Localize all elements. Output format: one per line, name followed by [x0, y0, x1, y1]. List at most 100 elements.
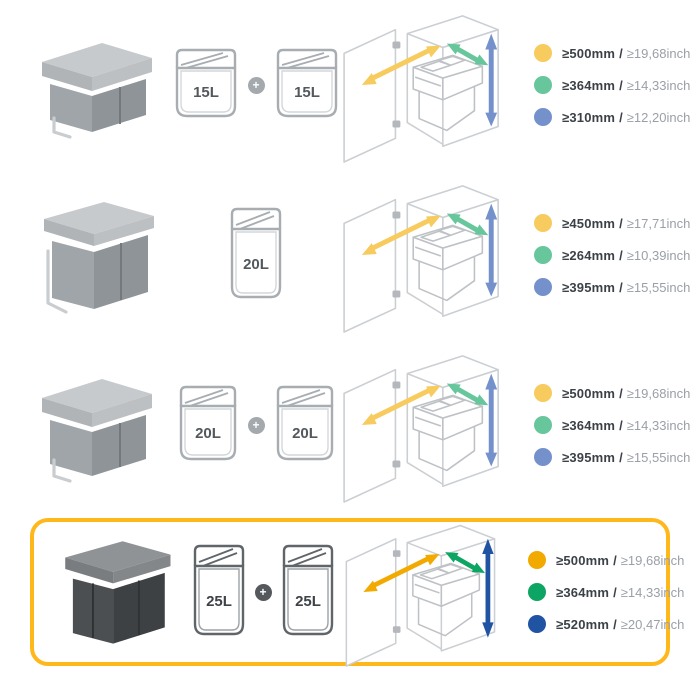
spec-mm: ≥520mm: [556, 616, 610, 632]
product-row-2x15l: 15L + 15L: [0, 0, 700, 170]
width-arrow: [446, 213, 489, 236]
spec-mm: ≥364mm: [562, 417, 616, 433]
bin-icon: 15L: [272, 44, 342, 127]
depth-color-dot: [534, 384, 552, 402]
spec-inch: ≥14,33inch: [620, 584, 685, 600]
product-photo: [12, 366, 180, 484]
spec-height: ≥395mm / ≥15,55inch: [534, 278, 690, 296]
bin-capacity-label: 25L: [206, 593, 232, 610]
height-color-dot: [534, 278, 552, 296]
spec-depth: ≥500mm / ≥19,68inch: [528, 551, 684, 569]
bin-icon: 25L: [190, 540, 248, 645]
bin-capacity-icons: 20L: [180, 203, 332, 308]
spec-separator: /: [619, 215, 623, 231]
bin-capacity-icons: 15L + 15L: [175, 44, 337, 127]
width-arrow: [446, 43, 489, 66]
cabinet-dimension-diagram: [336, 516, 522, 668]
depth-color-dot: [534, 44, 552, 62]
spec-inch: ≥19,68inch: [620, 552, 685, 568]
depth-arrow: [361, 385, 441, 425]
bin-icon: 20L: [227, 203, 285, 308]
spec-width: ≥264mm / ≥10,39inch: [534, 246, 690, 264]
spec-inch: ≥19,68inch: [626, 45, 691, 61]
spec-inch: ≥14,33inch: [626, 77, 691, 93]
spec-depth: ≥500mm / ≥19,68inch: [534, 384, 690, 402]
spec-inch: ≥15,55inch: [626, 449, 691, 465]
width-color-dot: [528, 583, 546, 601]
spec-mm: ≥450mm: [562, 215, 616, 231]
product-row-2x25l: 25L + 25L: [34, 522, 684, 667]
width-color-dot: [534, 246, 552, 264]
height-color-dot: [528, 615, 546, 633]
height-arrow: [485, 373, 498, 467]
spec-width: ≥364mm / ≥14,33inch: [528, 583, 684, 601]
bin-capacity-label: 20L: [195, 425, 221, 442]
waste-bin-product-image: [44, 202, 154, 314]
bin-capacity-label: 15L: [294, 84, 320, 101]
bin-icon: 20L: [175, 381, 241, 470]
bin-capacity-label: 25L: [295, 593, 321, 610]
depth-color-dot: [528, 551, 546, 569]
spec-inch: ≥17,71inch: [626, 215, 691, 231]
cabinet-dimension-diagram: [332, 176, 528, 334]
depth-arrow: [361, 215, 441, 255]
bin-capacity-label: 20L: [243, 256, 269, 273]
dimension-specs: ≥500mm / ≥19,68inch ≥364mm / ≥14,33inch …: [522, 551, 684, 633]
spec-separator: /: [613, 616, 617, 632]
spec-width: ≥364mm / ≥14,33inch: [534, 416, 690, 434]
spec-separator: /: [619, 247, 623, 263]
bin-capacity-icons: 25L + 25L: [190, 540, 336, 645]
spec-depth: ≥500mm / ≥19,68inch: [534, 44, 690, 62]
bin-capacity-label: 15L: [193, 84, 219, 101]
spec-height: ≥520mm / ≥20,47inch: [528, 615, 684, 633]
spec-mm: ≥395mm: [562, 449, 616, 465]
spec-height: ≥395mm / ≥15,55inch: [534, 448, 690, 466]
spec-separator: /: [619, 449, 623, 465]
spec-width: ≥364mm / ≥14,33inch: [534, 76, 690, 94]
spec-mm: ≥364mm: [562, 77, 616, 93]
cabinet-dimension-diagram: [332, 6, 528, 164]
bin-capacity-icons: 20L + 20L: [179, 381, 333, 470]
spec-separator: /: [619, 77, 623, 93]
spec-inch: ≥14,33inch: [626, 417, 691, 433]
plus-icon: +: [247, 76, 265, 94]
product-row-2x20l: 20L + 20L: [0, 340, 700, 510]
highlight-frame: 25L + 25L: [30, 518, 684, 667]
dimension-specs: ≥500mm / ≥19,68inch ≥364mm / ≥14,33inch …: [528, 384, 690, 466]
spec-separator: /: [619, 45, 623, 61]
bin-capacity-label: 20L: [292, 425, 318, 442]
bin-icon: 20L: [272, 381, 338, 470]
spec-height: ≥310mm / ≥12,20inch: [534, 108, 690, 126]
product-photo: [12, 191, 180, 319]
width-color-dot: [534, 416, 552, 434]
depth-arrow: [363, 554, 440, 592]
spec-inch: ≥12,20inch: [626, 109, 691, 125]
spec-inch: ≥15,55inch: [626, 279, 691, 295]
spec-mm: ≥364mm: [556, 584, 610, 600]
spec-mm: ≥310mm: [562, 109, 616, 125]
height-color-dot: [534, 108, 552, 126]
spec-inch: ≥19,68inch: [626, 385, 691, 401]
width-arrow: [446, 383, 489, 406]
height-arrow: [482, 538, 494, 638]
spec-separator: /: [619, 417, 623, 433]
product-photo: [12, 30, 180, 140]
spec-separator: /: [619, 385, 623, 401]
product-photo: [40, 530, 190, 654]
spec-mm: ≥264mm: [562, 247, 616, 263]
product-row-1x20l: 20L: [0, 170, 700, 340]
bin-icon: 25L: [279, 540, 337, 645]
waste-bin-product-image: [42, 379, 152, 483]
spec-depth: ≥450mm / ≥17,71inch: [534, 214, 690, 232]
plus-icon: +: [247, 416, 265, 434]
waste-bin-product-image: [65, 541, 171, 644]
spec-separator: /: [613, 552, 617, 568]
cabinet-dimension-diagram: [332, 346, 528, 504]
spec-mm: ≥500mm: [562, 45, 616, 61]
height-color-dot: [534, 448, 552, 466]
spec-mm: ≥500mm: [556, 552, 610, 568]
depth-color-dot: [534, 214, 552, 232]
dimension-specs: ≥500mm / ≥19,68inch ≥364mm / ≥14,33inch …: [528, 44, 690, 126]
waste-bin-product-image: [42, 43, 152, 139]
plus-icon: +: [254, 583, 272, 601]
